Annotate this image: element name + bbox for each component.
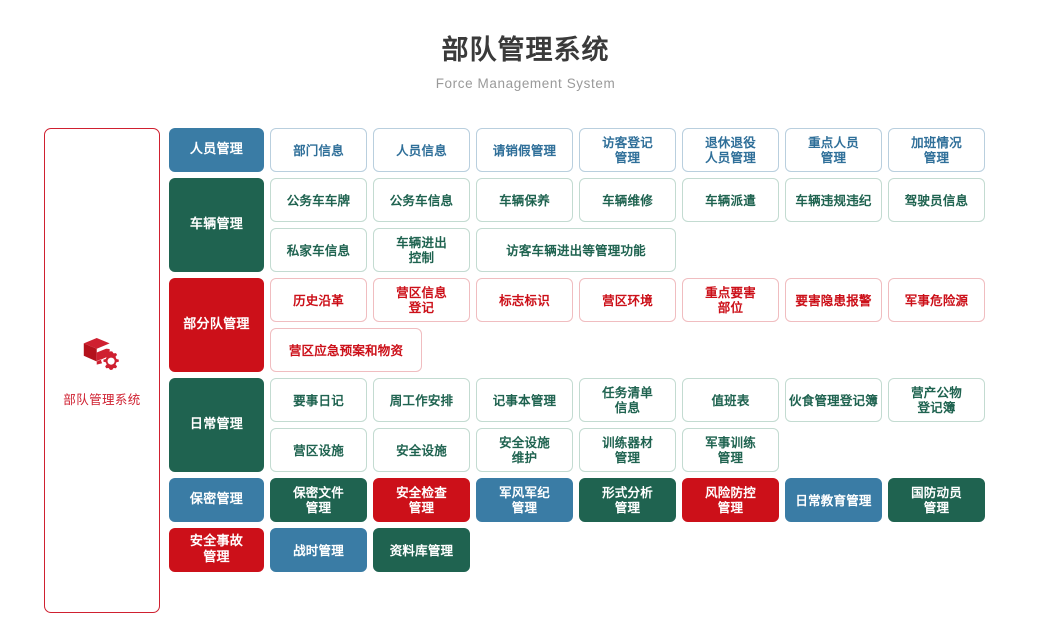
category-button[interactable]: 部分队管理 — [169, 278, 264, 372]
module-button[interactable]: 部门信息 — [270, 128, 367, 172]
item-line: 战时管理资料库管理 — [270, 528, 1051, 572]
module-button[interactable]: 资料库管理 — [373, 528, 470, 572]
item-line: 要事日记周工作安排记事本管理任务清单信息值班表伙食管理登记簿营产公物登记簿 — [270, 378, 1051, 422]
module-button[interactable]: 历史沿革 — [270, 278, 367, 322]
category-button[interactable]: 日常管理 — [169, 378, 264, 472]
module-button[interactable]: 营区设施 — [270, 428, 367, 472]
item-line: 营区应急预案和物资 — [270, 328, 1051, 372]
row-items: 要事日记周工作安排记事本管理任务清单信息值班表伙食管理登记簿营产公物登记簿营区设… — [270, 378, 1051, 472]
item-line: 私家车信息车辆进出控制访客车辆进出等管理功能 — [270, 228, 1051, 272]
module-button[interactable]: 营产公物登记簿 — [888, 378, 985, 422]
module-button[interactable]: 车辆进出控制 — [373, 228, 470, 272]
page-header: 部队管理系统 Force Management System — [0, 0, 1051, 91]
module-button[interactable]: 人员信息 — [373, 128, 470, 172]
module-button[interactable]: 私家车信息 — [270, 228, 367, 272]
module-rows: 人员管理部门信息人员信息请销假管理访客登记管理退休退役人员管理重点人员管理加班情… — [169, 128, 1051, 578]
module-row: 车辆管理公务车车牌公务车信息车辆保养车辆维修车辆派遣车辆违规违纪驾驶员信息私家车… — [169, 178, 1051, 272]
system-module-board: 部队管理系统 人员管理部门信息人员信息请销假管理访客登记管理退休退役人员管理重点… — [0, 128, 1051, 613]
module-row: 安全事故管理战时管理资料库管理 — [169, 528, 1051, 572]
module-row: 保密管理保密文件管理安全检查管理军风军纪管理形式分析管理风险防控管理日常教育管理… — [169, 478, 1051, 522]
row-items: 公务车车牌公务车信息车辆保养车辆维修车辆派遣车辆违规违纪驾驶员信息私家车信息车辆… — [270, 178, 1051, 272]
category-button[interactable]: 人员管理 — [169, 128, 264, 172]
module-button[interactable]: 要害隐患报警 — [785, 278, 882, 322]
module-button[interactable]: 国防动员管理 — [888, 478, 985, 522]
module-button[interactable]: 要事日记 — [270, 378, 367, 422]
module-button[interactable]: 周工作安排 — [373, 378, 470, 422]
module-button[interactable]: 车辆派遣 — [682, 178, 779, 222]
module-button[interactable]: 日常教育管理 — [785, 478, 882, 522]
module-button[interactable]: 形式分析管理 — [579, 478, 676, 522]
module-button[interactable]: 安全检查管理 — [373, 478, 470, 522]
module-row: 部分队管理历史沿革营区信息登记标志标识营区环境重点要害部位要害隐患报警军事危险源… — [169, 278, 1051, 372]
module-button[interactable]: 营区环境 — [579, 278, 676, 322]
brand-label: 部队管理系统 — [63, 392, 141, 407]
category-button[interactable]: 保密管理 — [169, 478, 264, 522]
item-line: 营区设施安全设施安全设施维护训练器材管理军事训练管理 — [270, 428, 1051, 472]
module-button[interactable]: 重点要害部位 — [682, 278, 779, 322]
module-button[interactable]: 军事训练管理 — [682, 428, 779, 472]
page-subtitle: Force Management System — [435, 75, 616, 91]
module-row: 人员管理部门信息人员信息请销假管理访客登记管理退休退役人员管理重点人员管理加班情… — [169, 128, 1051, 172]
module-button[interactable]: 公务车信息 — [373, 178, 470, 222]
row-items: 保密文件管理安全检查管理军风军纪管理形式分析管理风险防控管理日常教育管理国防动员… — [270, 478, 1051, 522]
module-button[interactable]: 公务车车牌 — [270, 178, 367, 222]
item-line: 保密文件管理安全检查管理军风军纪管理形式分析管理风险防控管理日常教育管理国防动员… — [270, 478, 1051, 522]
module-button[interactable]: 训练器材管理 — [579, 428, 676, 472]
module-button[interactable]: 安全设施 — [373, 428, 470, 472]
module-button[interactable]: 军风军纪管理 — [476, 478, 573, 522]
item-line: 历史沿革营区信息登记标志标识营区环境重点要害部位要害隐患报警军事危险源 — [270, 278, 1051, 322]
module-button[interactable]: 军事危险源 — [888, 278, 985, 322]
category-button[interactable]: 安全事故管理 — [169, 528, 264, 572]
module-button[interactable]: 安全设施维护 — [476, 428, 573, 472]
module-button[interactable]: 风险防控管理 — [682, 478, 779, 522]
module-button[interactable]: 车辆保养 — [476, 178, 573, 222]
module-button[interactable]: 访客车辆进出等管理功能 — [476, 228, 676, 272]
item-line: 部门信息人员信息请销假管理访客登记管理退休退役人员管理重点人员管理加班情况管理 — [270, 128, 1051, 172]
module-button[interactable]: 加班情况管理 — [888, 128, 985, 172]
box-gear-icon — [79, 333, 125, 379]
module-row: 日常管理要事日记周工作安排记事本管理任务清单信息值班表伙食管理登记簿营产公物登记… — [169, 378, 1051, 472]
module-button[interactable]: 记事本管理 — [476, 378, 573, 422]
module-button[interactable]: 保密文件管理 — [270, 478, 367, 522]
module-button[interactable]: 退休退役人员管理 — [682, 128, 779, 172]
item-line: 公务车车牌公务车信息车辆保养车辆维修车辆派遣车辆违规违纪驾驶员信息 — [270, 178, 1051, 222]
category-button[interactable]: 车辆管理 — [169, 178, 264, 272]
module-button[interactable]: 标志标识 — [476, 278, 573, 322]
row-items: 部门信息人员信息请销假管理访客登记管理退休退役人员管理重点人员管理加班情况管理 — [270, 128, 1051, 172]
row-items: 历史沿革营区信息登记标志标识营区环境重点要害部位要害隐患报警军事危险源营区应急预… — [270, 278, 1051, 372]
module-button[interactable]: 伙食管理登记簿 — [785, 378, 882, 422]
module-button[interactable]: 驾驶员信息 — [888, 178, 985, 222]
module-button[interactable]: 请销假管理 — [476, 128, 573, 172]
module-button[interactable]: 访客登记管理 — [579, 128, 676, 172]
module-button[interactable]: 任务清单信息 — [579, 378, 676, 422]
module-button[interactable]: 营区信息登记 — [373, 278, 470, 322]
row-items: 战时管理资料库管理 — [270, 528, 1051, 572]
module-button[interactable]: 营区应急预案和物资 — [270, 328, 422, 372]
brand-panel: 部队管理系统 — [44, 128, 160, 613]
module-button[interactable]: 值班表 — [682, 378, 779, 422]
module-button[interactable]: 车辆违规违纪 — [785, 178, 882, 222]
module-button[interactable]: 车辆维修 — [579, 178, 676, 222]
module-button[interactable]: 战时管理 — [270, 528, 367, 572]
page-title: 部队管理系统 — [441, 35, 610, 66]
module-button[interactable]: 重点人员管理 — [785, 128, 882, 172]
